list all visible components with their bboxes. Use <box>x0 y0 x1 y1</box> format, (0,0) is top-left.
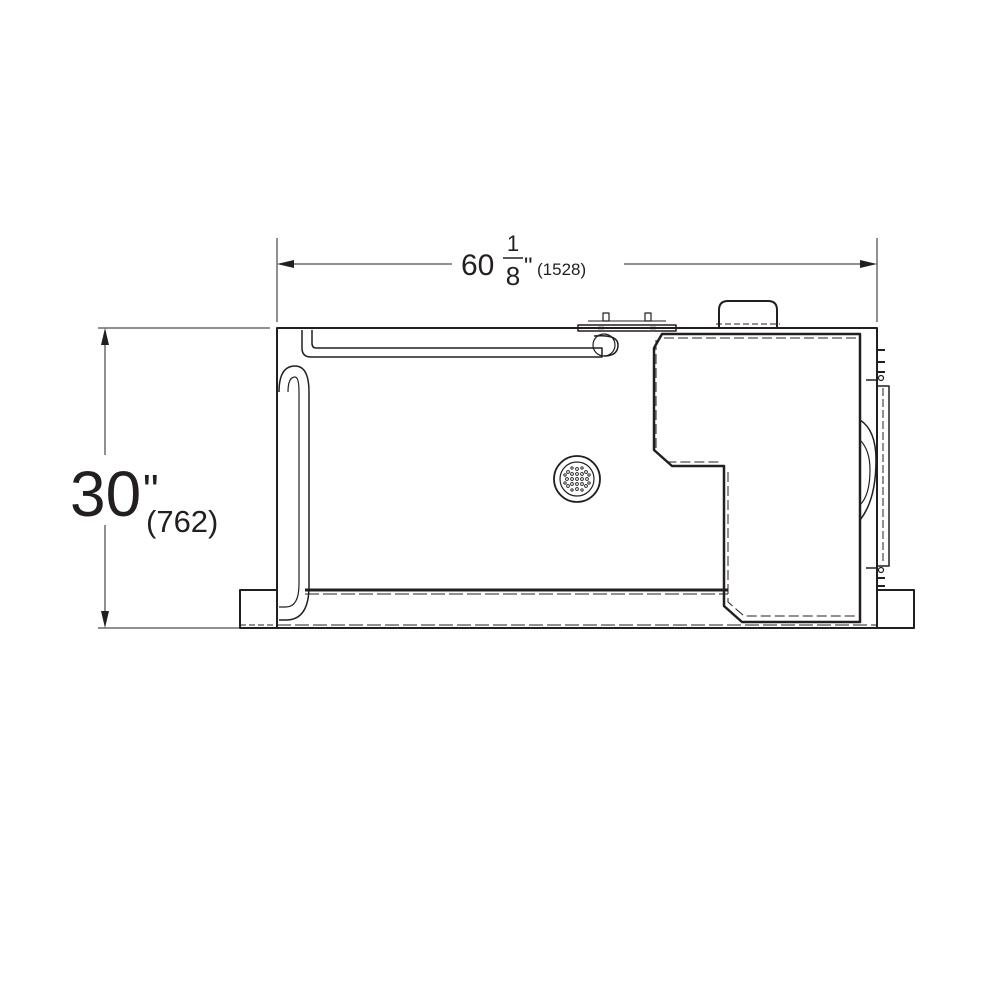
top-control-box <box>714 300 782 329</box>
height-inches: 30 <box>70 458 141 530</box>
seat-outline <box>652 332 862 624</box>
right-door-hardware <box>859 349 890 587</box>
drain-outer-ring <box>553 455 601 503</box>
width-arrow-right <box>860 260 877 268</box>
height-metric: (762) <box>146 504 218 539</box>
width-fraction-numerator: 1 <box>507 231 519 256</box>
left-grab-bar <box>278 365 310 621</box>
bathtub-plan <box>239 300 915 629</box>
width-inch-mark: " <box>524 253 533 280</box>
height-inch-mark: " <box>143 466 159 515</box>
drain <box>553 455 601 503</box>
top-grab-bar-channel <box>301 330 603 358</box>
width-fraction-denominator: 8 <box>506 261 520 291</box>
top-grab-bar-cap <box>592 333 616 357</box>
drain-inner-ring <box>559 461 595 497</box>
width-arrow-left <box>277 260 294 268</box>
seat-outline-dashed <box>655 340 720 463</box>
width-dimension: 60 1 8 " (1528) <box>276 231 878 322</box>
width-whole-inches: 60 <box>461 249 494 282</box>
right-foot-block <box>876 589 915 629</box>
height-arrow-bottom <box>101 611 109 628</box>
height-arrow-top <box>101 328 109 345</box>
seat-outline-dashed-lower <box>727 472 856 617</box>
left-grab-bar-inner <box>279 376 300 608</box>
faucet-plate <box>577 312 677 332</box>
width-metric: (1528) <box>537 260 586 279</box>
top-grab-bar-end <box>593 334 619 357</box>
drain-holes <box>563 466 591 492</box>
left-foot-block <box>239 589 278 629</box>
height-dimension: 30 " (762) <box>70 327 270 629</box>
